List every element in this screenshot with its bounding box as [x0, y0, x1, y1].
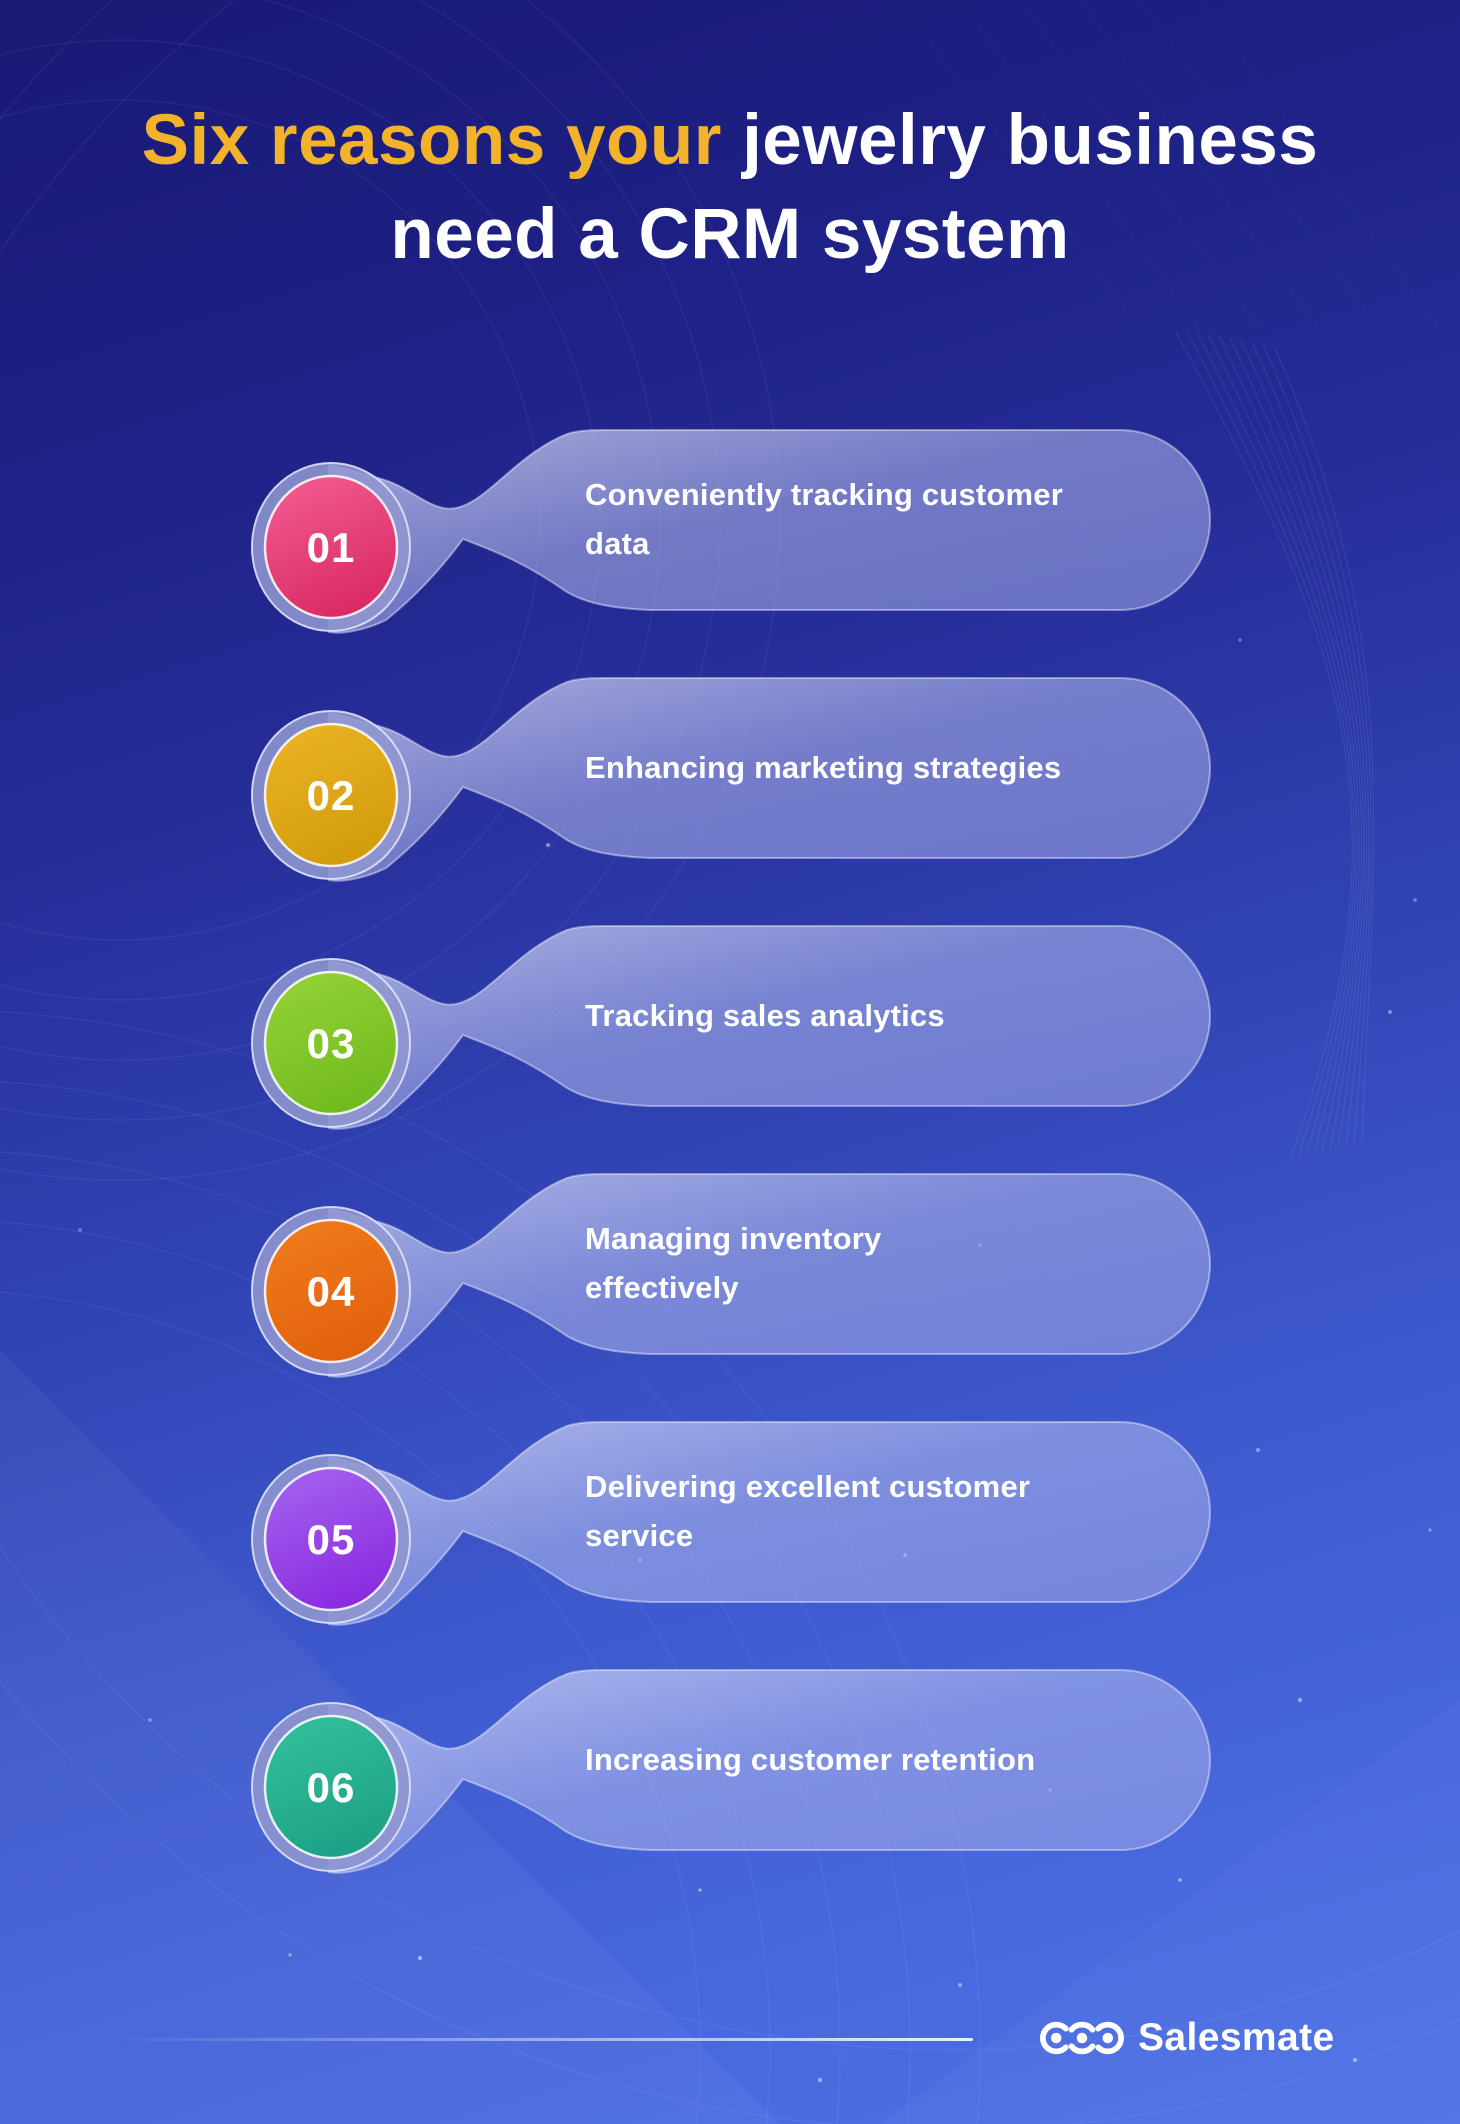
item-number: 04	[307, 1268, 356, 1315]
speech-bubble	[329, 430, 1210, 633]
speech-bubble-outline	[328, 1669, 1211, 1874]
reason-item-04: 04 Managing inventory effectively	[181, 1166, 1281, 1416]
item-connector-graphic: 02	[251, 677, 1211, 882]
speech-bubble-outline	[328, 1173, 1211, 1378]
brand-name: Salesmate	[1138, 2016, 1335, 2059]
speech-bubble	[329, 926, 1210, 1129]
reason-item-02: 02 Enhancing marketing strategies	[181, 670, 1281, 920]
number-circle	[263, 1714, 399, 1860]
item-label: Increasing customer retention	[585, 1741, 1036, 1777]
item-number: 03	[307, 1020, 356, 1067]
item-connector-graphic: 03	[251, 925, 1211, 1130]
chain-links-icon	[1040, 2021, 1124, 2055]
number-circle	[263, 970, 399, 1116]
item-connector-graphic: 01	[251, 429, 1211, 634]
speech-bubble-outline	[328, 925, 1211, 1130]
item-label: Delivering excellent customer service	[585, 1469, 1031, 1553]
page-title-line2: need a CRM system	[390, 194, 1070, 274]
number-circle	[263, 1466, 399, 1612]
page-title-line1-rest: jewelry business	[742, 101, 1319, 180]
speech-bubble-outline	[328, 1421, 1211, 1626]
speech-bubble	[329, 678, 1210, 881]
item-number: 06	[307, 1764, 356, 1811]
speech-bubble	[329, 1670, 1210, 1873]
number-circle	[263, 474, 399, 620]
item-label: Conveniently tracking customer data	[585, 477, 1064, 561]
number-circle	[263, 1218, 399, 1364]
page-title-highlight: Six reasons your	[141, 101, 722, 180]
footer-divider	[100, 2038, 973, 2041]
item-number: 05	[307, 1516, 356, 1563]
reason-item-03: 03 Tracking sales analytics	[181, 918, 1281, 1168]
item-number: 01	[307, 524, 356, 571]
page-title-line1: Six reasons your jewelry business	[0, 94, 1460, 188]
speech-bubble	[329, 1422, 1210, 1625]
item-connector-graphic: 05	[251, 1421, 1211, 1626]
item-label: Tracking sales analytics	[585, 997, 945, 1033]
reason-item-05: 05 Delivering excellent customer service	[181, 1414, 1281, 1664]
number-circle	[263, 722, 399, 868]
item-label: Enhancing marketing strategies	[585, 749, 1062, 785]
brand-logo: Salesmate	[1040, 2015, 1335, 2061]
item-connector-graphic: 04	[251, 1173, 1211, 1378]
speech-bubble	[329, 1174, 1210, 1377]
reason-item-01: 01 Conveniently tracking customer data	[181, 422, 1281, 672]
reason-item-06: 06 Increasing customer retention	[181, 1662, 1281, 1912]
page-title: Six reasons your jewelry business need a…	[0, 94, 1460, 281]
item-number: 02	[307, 772, 356, 819]
speech-bubble-outline	[328, 677, 1211, 882]
speech-bubble-outline	[328, 429, 1211, 634]
item-connector-graphic: 06	[251, 1669, 1211, 1874]
item-label: Managing inventory effectively	[585, 1221, 882, 1305]
